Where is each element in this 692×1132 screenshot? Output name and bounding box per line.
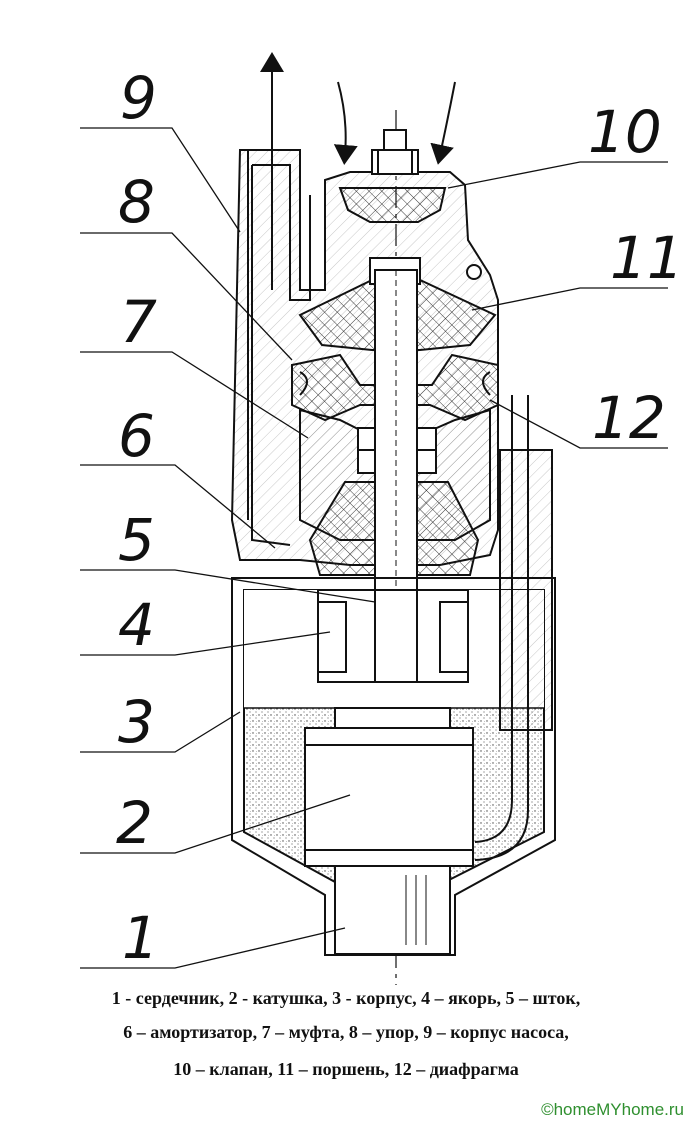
leader-5 bbox=[80, 569, 376, 603]
side-tube bbox=[474, 395, 529, 861]
callout-7: 7 bbox=[120, 288, 157, 356]
valve-cap bbox=[338, 187, 447, 223]
callout-1: 1 bbox=[122, 904, 159, 972]
leader-6 bbox=[80, 464, 276, 549]
inlet-flow-arrow-right bbox=[430, 81, 456, 165]
core bbox=[334, 865, 451, 955]
coil bbox=[304, 727, 474, 867]
callout-3: 3 bbox=[118, 688, 155, 756]
callout-11: 11 bbox=[610, 224, 684, 292]
leader-1 bbox=[80, 927, 346, 969]
inlet-flow-arrow-left bbox=[333, 81, 358, 165]
valve-nut bbox=[371, 149, 419, 175]
watermark: ©homeMYhome.ru bbox=[541, 1100, 684, 1119]
leader-4 bbox=[80, 631, 331, 656]
legend-line-1: 1 - сердечник, 2 - катушка, 3 - корпус, … bbox=[111, 988, 581, 1008]
pump-cross-section-drawing: 9 8 7 6 5 4 3 2 1 10 11 12 bbox=[80, 52, 684, 985]
leader-10 bbox=[447, 161, 668, 189]
callout-9: 9 bbox=[120, 64, 157, 132]
callout-12: 12 bbox=[592, 384, 666, 452]
callout-6: 6 bbox=[118, 402, 155, 470]
motor-casing bbox=[231, 577, 556, 956]
callout-5: 5 bbox=[118, 506, 155, 574]
leader-3 bbox=[80, 711, 241, 753]
legend-line-2: 6 – амортизатор, 7 – муфта, 8 – упор, 9 … bbox=[123, 1022, 569, 1042]
leader-11 bbox=[471, 287, 668, 311]
leader-2 bbox=[80, 794, 351, 854]
leader-7 bbox=[80, 351, 309, 439]
leader-9 bbox=[80, 127, 241, 233]
leader-8 bbox=[80, 232, 293, 361]
callout-8: 8 bbox=[118, 168, 155, 236]
callout-2: 2 bbox=[116, 789, 153, 857]
callout-10: 10 bbox=[588, 98, 662, 166]
leader-12 bbox=[489, 399, 668, 449]
legend-line-3: 10 – клапан, 11 – поршень, 12 – диафрагм… bbox=[173, 1059, 519, 1079]
callout-4: 4 bbox=[118, 591, 155, 659]
